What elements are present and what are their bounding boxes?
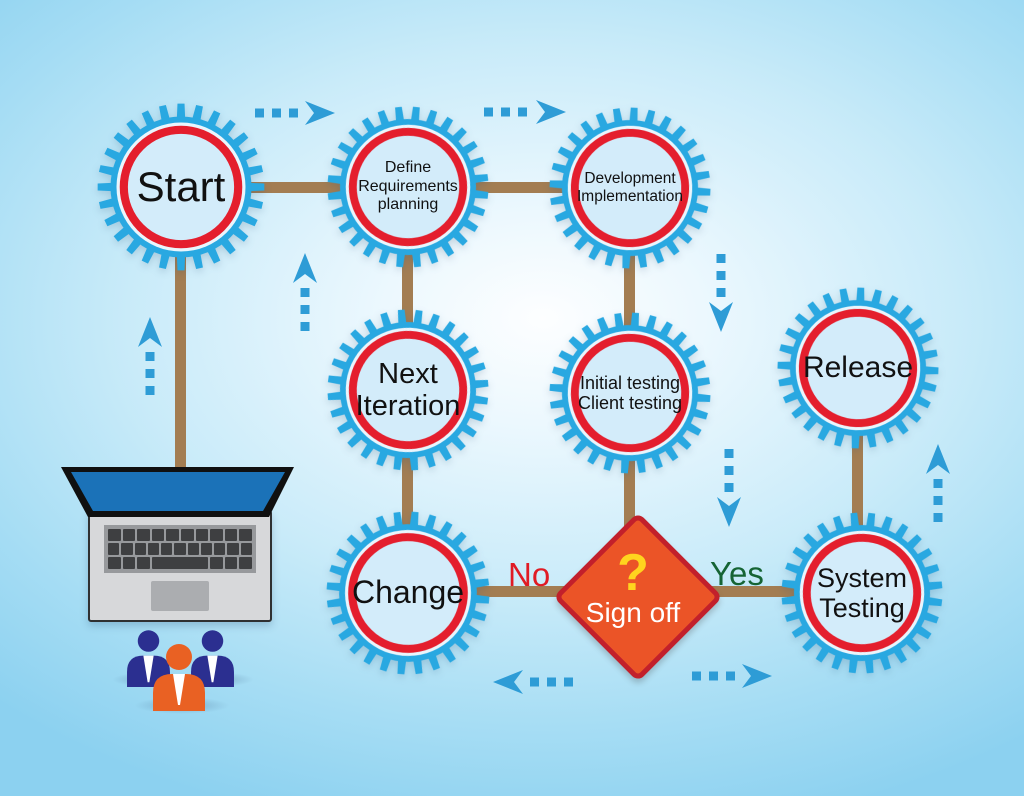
- keyboard-key: [227, 543, 239, 555]
- node-label-text: Next: [378, 357, 438, 390]
- laptop-touchpad: [151, 581, 209, 611]
- keyboard-key: [122, 557, 136, 569]
- keyboard-key: [195, 529, 209, 541]
- keyboard-key: [151, 529, 165, 541]
- dashed-arrow-right-top-2: [484, 100, 566, 124]
- keyboard-row: [107, 542, 253, 556]
- keyboard-key: [137, 557, 150, 569]
- keyboard-key: [224, 557, 238, 569]
- node-label-text: Initial testing: [579, 372, 681, 393]
- keyboard-key: [137, 529, 150, 541]
- keyboard-key: [174, 543, 186, 555]
- dashed-arrow-right-bottom: [692, 664, 772, 688]
- question-mark: ?: [617, 543, 649, 602]
- keyboard-key: [224, 529, 238, 541]
- yes-branch-label: Yes: [710, 555, 764, 592]
- node-label-text: Development: [584, 169, 676, 187]
- node-label-text: Release: [802, 351, 914, 385]
- gear-node-start: Start: [95, 101, 267, 273]
- connector-define-development: [470, 182, 568, 193]
- node-label-text: Define: [384, 158, 432, 176]
- dashed-arrow-up-right: [926, 444, 950, 522]
- keyboard-key: [214, 543, 226, 555]
- laptop-keyboard: [104, 525, 256, 573]
- gear-icon: [97, 103, 265, 271]
- gear-node-next-iteration: Next Iteration: [325, 307, 491, 473]
- keyboard-key: [180, 529, 194, 541]
- laptop-body: [88, 510, 272, 622]
- gear-node-system-testing: System Testing: [779, 510, 945, 676]
- connector-start-laptop: [175, 250, 186, 478]
- gear-node-development: Development Implementation: [547, 105, 713, 271]
- keyboard-key: [166, 529, 179, 541]
- gear-node-release: Release: [775, 285, 941, 451]
- gear-icon: [327, 106, 489, 268]
- node-label-change: Change: [324, 509, 492, 677]
- decision-content: ? Sign off: [558, 528, 708, 652]
- keyboard-key: [200, 543, 213, 555]
- person-icon: [153, 644, 205, 711]
- keyboard-key: [210, 529, 223, 541]
- dashed-arrow-right-top-1: [255, 101, 335, 125]
- gear-icon: [326, 511, 490, 675]
- gear-icon: [549, 107, 711, 269]
- connector-change-signoff: [470, 586, 580, 597]
- connector-release-system: [852, 430, 863, 532]
- gear-icon: [549, 312, 711, 474]
- keyboard-key: [187, 543, 199, 555]
- dashed-arrow-down-mid-right: [709, 254, 733, 332]
- node-label-text: Requirements: [358, 177, 458, 195]
- dashed-arrow-down-above-signoff: [717, 449, 741, 527]
- keyboard-key: [210, 557, 223, 569]
- dashed-arrow-up-left: [138, 317, 162, 395]
- node-label-text: Start: [136, 163, 226, 211]
- gear-icon: [781, 512, 943, 674]
- node-label-text: planning: [377, 196, 439, 214]
- keyboard-key: [121, 543, 133, 555]
- keyboard-key: [239, 557, 253, 569]
- keyboard-row: [107, 556, 253, 570]
- node-label-initial-testing: Initial testing Client testing: [547, 310, 713, 476]
- dashed-arrow-left-bottom: [493, 670, 573, 694]
- keyboard-key: [134, 543, 146, 555]
- node-label-text: Iteration: [355, 390, 461, 422]
- node-label-next-iteration: Next Iteration: [325, 307, 491, 473]
- keyboard-key: [108, 529, 121, 541]
- gear-node-initial-testing: Initial testing Client testing: [547, 310, 713, 476]
- node-label-text: Change: [351, 574, 465, 611]
- node-label-text: Client testing: [577, 393, 683, 413]
- node-label-release: Release: [775, 285, 941, 451]
- gear-icon: [327, 309, 489, 471]
- laptop-screen: [61, 467, 294, 517]
- decision-label: Sign off: [585, 597, 681, 629]
- keyboard-key: [108, 543, 120, 555]
- keyboard-key: [239, 529, 252, 541]
- node-label-development: Development Implementation: [547, 105, 713, 271]
- keyboard-key: [240, 543, 252, 555]
- node-label-text: System: [816, 562, 908, 593]
- node-label-start: Start: [95, 101, 267, 273]
- person-icon: [191, 630, 234, 688]
- node-label-text: Implementation: [577, 188, 683, 205]
- node-label-system-testing: System Testing: [779, 510, 945, 676]
- gear-node-define-requirements: Define Requirements planning: [325, 104, 491, 270]
- keyboard-key: [151, 557, 209, 569]
- node-label-text: Testing: [819, 593, 905, 623]
- connector-start-define: [246, 182, 346, 193]
- keyboard-key: [161, 543, 173, 555]
- dashed-arrow-up-mid-left: [293, 253, 317, 331]
- keyboard-key: [147, 543, 160, 555]
- keyboard-key: [108, 557, 121, 569]
- keyboard-key: [122, 529, 136, 541]
- gear-node-change: Change: [324, 509, 492, 677]
- connector-signoff-system: [688, 586, 800, 597]
- gear-icon: [777, 287, 939, 449]
- keyboard-row: [107, 528, 253, 542]
- no-branch-label: No: [508, 556, 551, 593]
- node-label-define-requirements: Define Requirements planning: [325, 104, 491, 270]
